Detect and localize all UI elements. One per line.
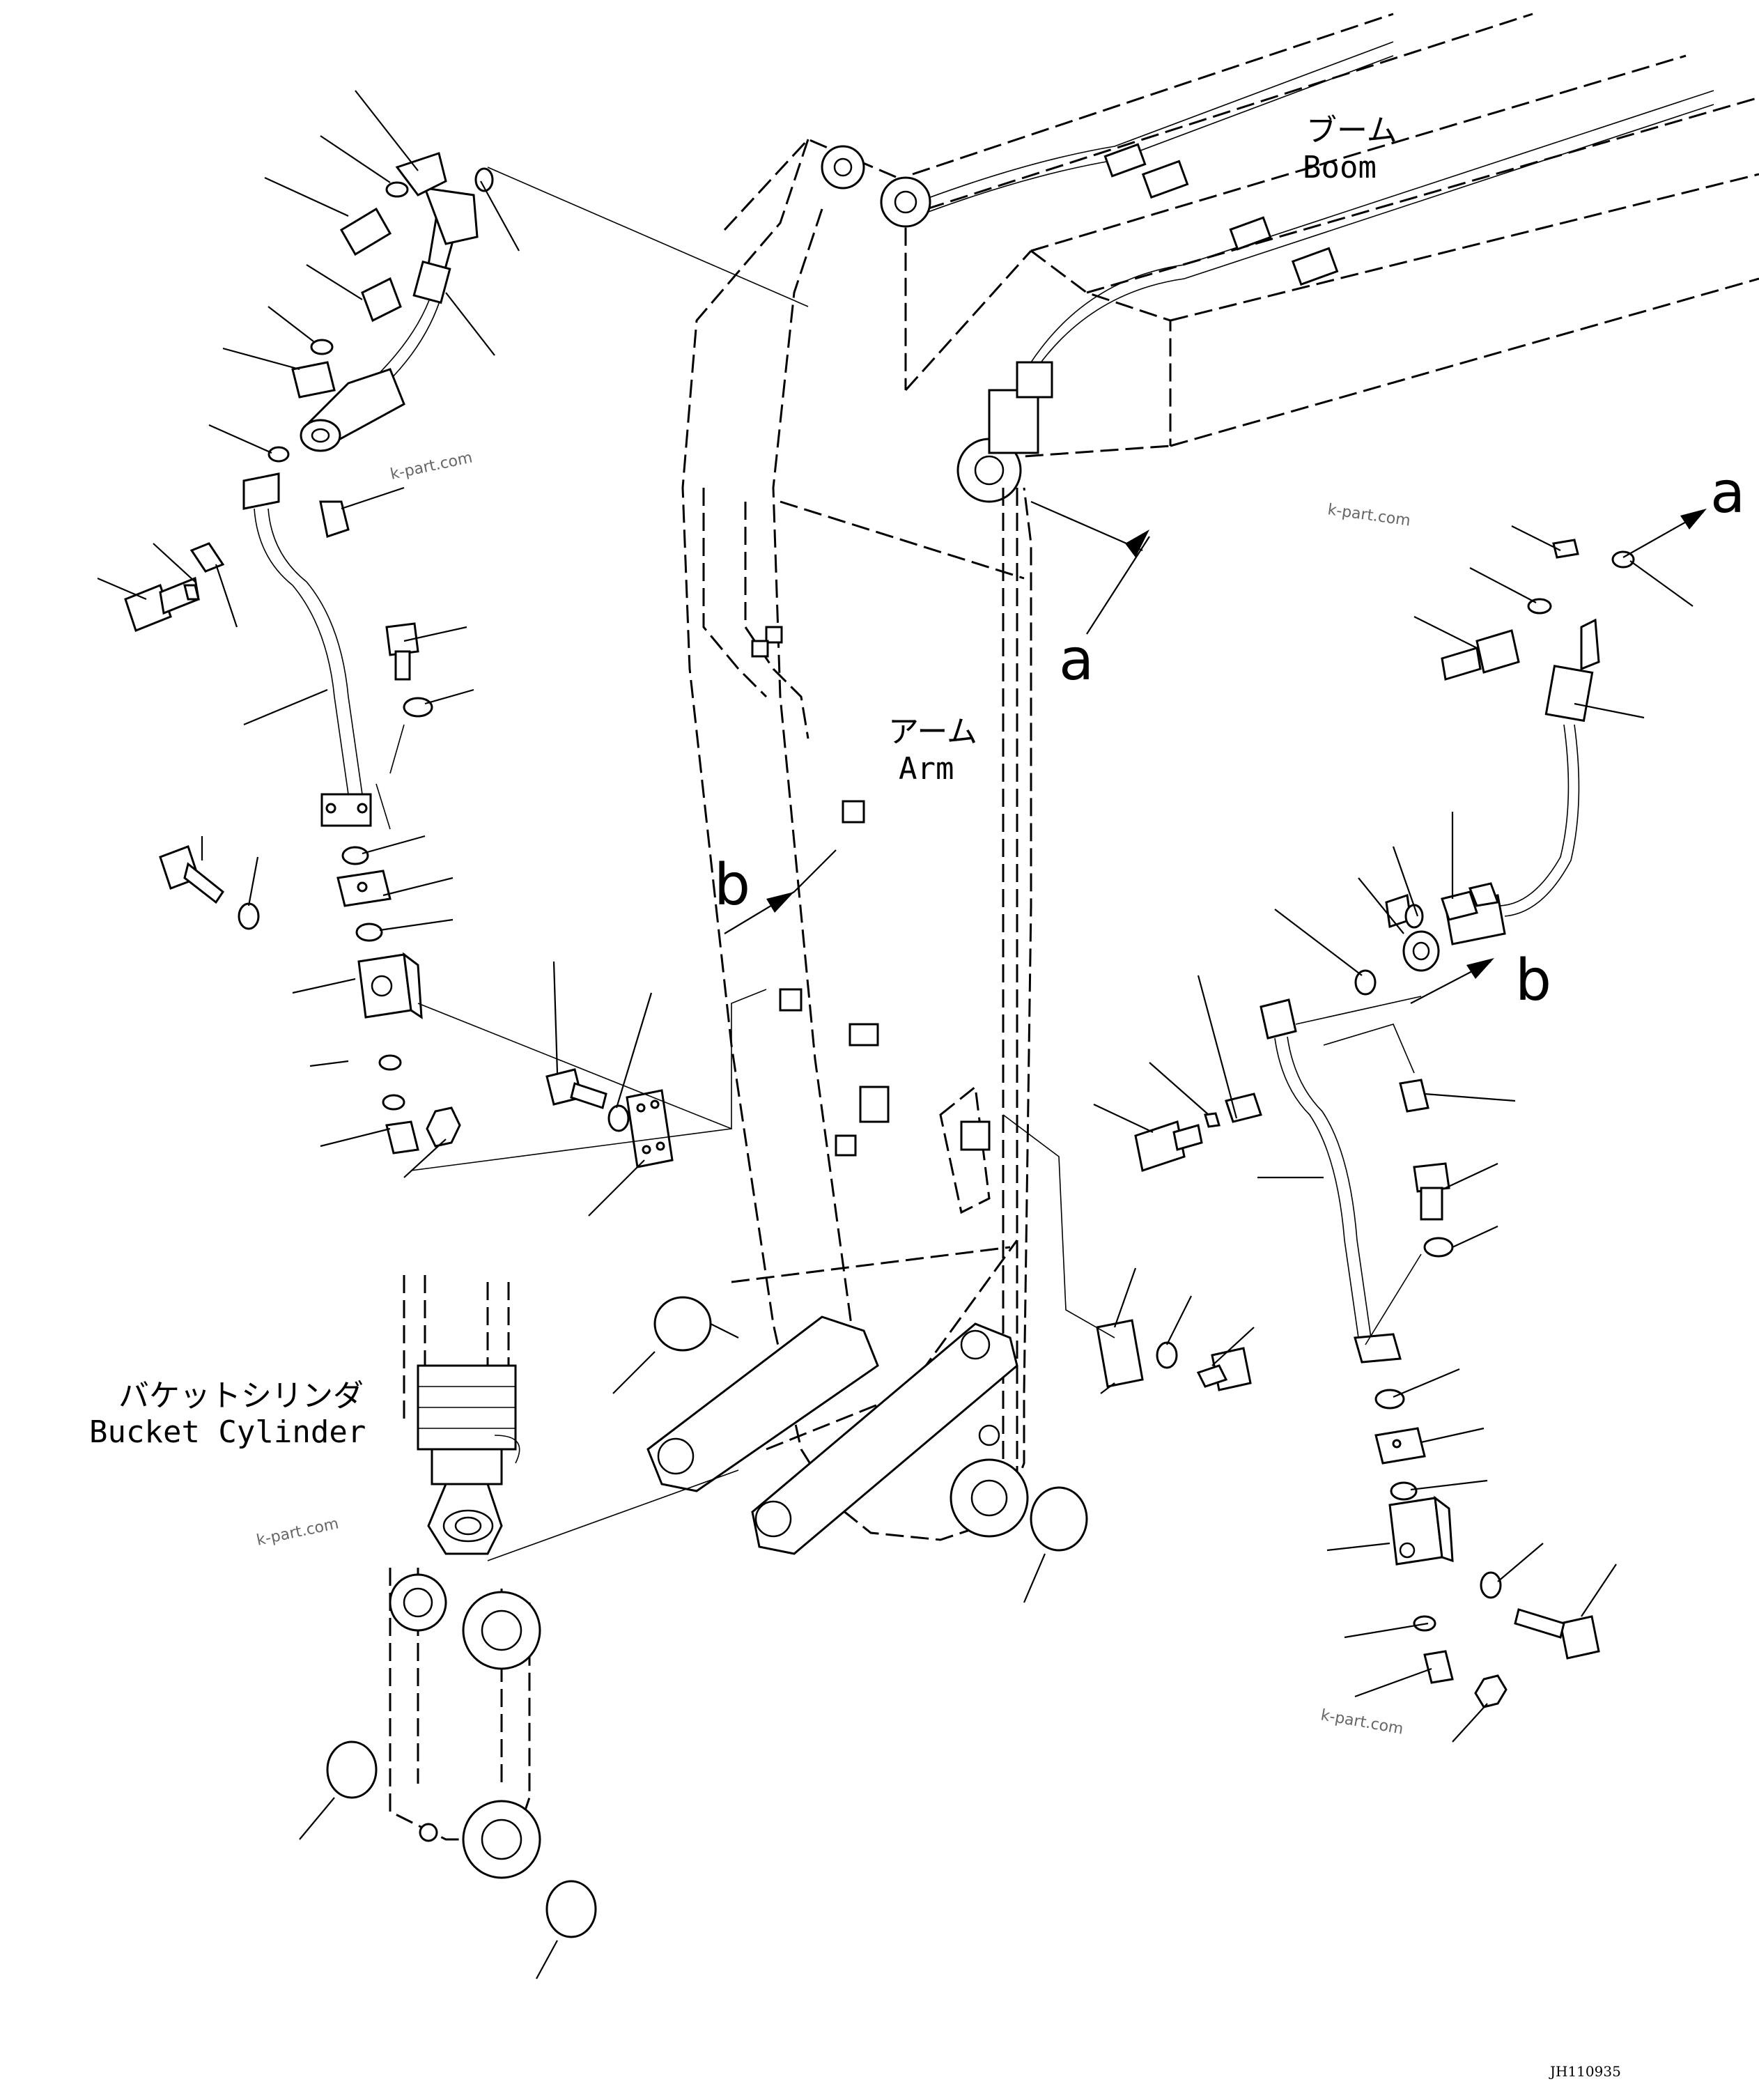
arm-outline: [646, 138, 1032, 1555]
ref-arrow-a-right: [1622, 509, 1707, 558]
watermark-3: k-part.com: [255, 1515, 340, 1550]
bucket-cylinder-label-jp: バケットシリンダ: [118, 1378, 364, 1414]
ref-arrow-b-right: [1410, 958, 1494, 1004]
arm-label-jp: アーム: [888, 714, 977, 750]
left-piping-assembly: [124, 152, 674, 1168]
right-leaders: [1093, 525, 1694, 1743]
right-reference-lines: [487, 996, 1422, 1561]
bucket-cylinder: [389, 1275, 541, 1879]
ref-arrow-b-arm: [724, 849, 837, 934]
right-piping-assembly: [1096, 539, 1635, 1708]
boom-label-jp: ブーム: [1306, 113, 1397, 148]
o-rings-linkage: [299, 1296, 1088, 1979]
ref-label-a-arm: a: [1059, 627, 1094, 693]
left-reference-lines: [375, 167, 809, 1171]
drawing-code: JH110935: [1549, 2063, 1621, 2080]
ref-label-b-right: b: [1515, 948, 1551, 1014]
watermark-1: k-part.com: [389, 449, 474, 484]
boom-label-en: Boom: [1303, 150, 1377, 185]
ref-label-b-arm: b: [714, 852, 750, 918]
arm-label-en: Arm: [899, 751, 954, 787]
boom-outline: [904, 13, 1759, 503]
left-leaders: [97, 90, 653, 1217]
watermark-2: k-part.com: [1326, 501, 1411, 530]
watermark-4: k-part.com: [1319, 1706, 1404, 1738]
ref-label-a-right: a: [1710, 460, 1745, 526]
bucket-cylinder-label-en: Bucket Cylinder: [89, 1414, 366, 1450]
ref-arrow-a-arm: [1030, 500, 1150, 635]
